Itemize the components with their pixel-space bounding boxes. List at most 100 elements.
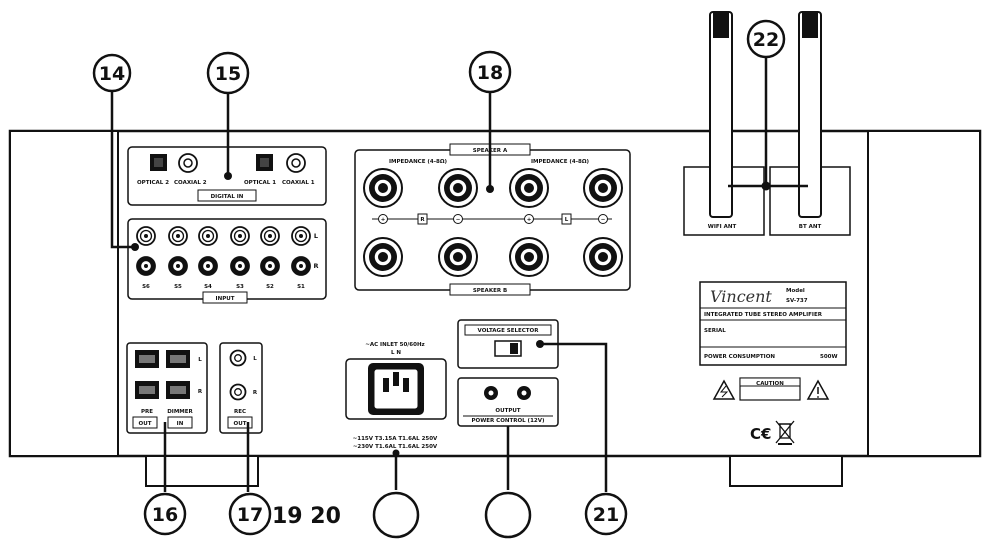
power-consumption-label: POWER CONSUMPTION	[704, 354, 775, 360]
rca-input-s6-left[interactable]	[136, 226, 156, 246]
rca-input-s4-right[interactable]	[198, 256, 218, 276]
svg-text:18: 18	[477, 62, 503, 84]
rca-input-s2-left[interactable]	[260, 226, 280, 246]
callout-14: 14	[92, 53, 132, 93]
input-label-s5: S5	[174, 284, 182, 290]
speaker-b-l-minus-terminal[interactable]	[583, 237, 623, 277]
callout-19-20-label: 19 20	[272, 504, 341, 529]
callout-15: 15	[206, 51, 250, 95]
svg-text:15: 15	[215, 63, 241, 85]
bt-antenna[interactable]	[798, 11, 822, 218]
rca-input-s3-right[interactable]	[230, 256, 250, 276]
left-foot	[145, 455, 259, 487]
svg-text:21: 21	[593, 504, 619, 526]
speaker-a-r-plus-terminal[interactable]	[363, 168, 403, 208]
rca-input-s2-right[interactable]	[260, 256, 280, 276]
ac-inlet: ~AC INLET 50/60Hz L N ~115V T3.15A T1.6A…	[345, 342, 447, 450]
rec-out-panel: L R REC OUT	[219, 342, 263, 434]
speaker-r-plus: +	[381, 217, 386, 223]
callout-22: 22	[746, 19, 786, 59]
rec-out-l-marker: L	[253, 356, 257, 362]
polarity-row: + R − + L −	[372, 213, 612, 225]
callout-20	[484, 491, 532, 539]
speaker-r-minus: −	[456, 217, 461, 223]
coaxial-1-label: COAXIAL 1	[282, 180, 315, 186]
power-control-title: POWER CONTROL (12V)	[471, 418, 545, 424]
dimmer-left-jack[interactable]	[166, 350, 190, 368]
input-label-s6: S6	[142, 284, 150, 290]
rca-input-s1-left[interactable]	[291, 226, 311, 246]
voltage-selector-switch[interactable]	[494, 340, 522, 357]
impedance-left-label: IMPEDANCE (4-8Ω)	[389, 159, 448, 165]
speaker-l-plus: +	[527, 217, 532, 223]
speaker-b-l-plus-terminal[interactable]	[509, 237, 549, 277]
svg-text:22: 22	[753, 29, 779, 51]
speaker-l-label: L	[565, 217, 569, 223]
rec-out-right-jack[interactable]	[229, 383, 247, 401]
speaker-l-minus: −	[601, 217, 606, 223]
rca-input-s1-right[interactable]	[291, 256, 311, 276]
power-control-panel: OUTPUT POWER CONTROL (12V)	[457, 377, 559, 427]
coaxial-1-port[interactable]	[286, 153, 306, 173]
speaker-b-r-minus-terminal[interactable]	[438, 237, 478, 277]
optical-2-label: OPTICAL 2	[137, 180, 169, 186]
caution-label: CAUTION	[756, 381, 784, 387]
pre-label: PRE	[141, 409, 153, 415]
svg-text:16: 16	[152, 504, 178, 526]
right-foot	[729, 455, 843, 487]
callout-21: 21	[584, 492, 628, 536]
speaker-b-title: SPEAKER B	[473, 288, 507, 294]
rec-out-out-label: OUT	[234, 421, 247, 427]
electric-warning-icon	[712, 379, 736, 400]
callout-lines	[110, 55, 808, 492]
pre-out-right-jack[interactable]	[135, 381, 159, 399]
input-label-s1: S1	[297, 284, 305, 290]
coaxial-2-port[interactable]	[178, 153, 198, 173]
speaker-a-l-plus-terminal[interactable]	[509, 168, 549, 208]
power-control-jack-1[interactable]	[484, 386, 498, 400]
dimmer-right-jack[interactable]	[166, 381, 190, 399]
svg-text:17: 17	[237, 504, 263, 526]
callout-16: 16	[143, 492, 187, 536]
pre-out-out-label: OUT	[139, 421, 152, 427]
pre-out-r-marker: R	[198, 389, 203, 395]
rca-input-s6-right[interactable]	[136, 256, 156, 276]
wifi-antenna-label: WIFI ANT	[708, 224, 737, 230]
right-heatsink	[867, 130, 981, 457]
model-label: Model	[786, 288, 805, 294]
input-right-marker: R	[313, 262, 318, 270]
dimmer-in-label: IN	[177, 421, 184, 427]
callout-18: 18	[468, 50, 512, 94]
speaker-a-l-minus-terminal[interactable]	[583, 168, 623, 208]
power-control-output-label: OUTPUT	[495, 408, 520, 414]
speaker-a-r-minus-terminal[interactable]	[438, 168, 478, 208]
input-left-marker: L	[314, 232, 318, 240]
left-heatsink	[9, 130, 119, 457]
impedance-right-label: IMPEDANCE (4-8Ω)	[531, 159, 590, 165]
wifi-antenna[interactable]	[709, 11, 733, 218]
dimmer-label: DIMMER	[167, 409, 193, 415]
rca-input-s3-left[interactable]	[230, 226, 250, 246]
serial-label: SERIAL	[704, 328, 726, 334]
rca-input-s5-right[interactable]	[168, 256, 188, 276]
rec-out-r-marker: R	[253, 390, 258, 396]
ac-inlet-title: ~AC INLET 50/60Hz	[365, 342, 425, 348]
brand-logo: Vincent	[710, 287, 772, 306]
power-control-jack-2[interactable]	[517, 386, 531, 400]
callout-19	[372, 491, 420, 539]
attention-warning-icon	[806, 379, 830, 400]
fuse-rating-230: ~230V T1.6AL T1.6AL 250V	[353, 444, 438, 450]
input-label-s3: S3	[236, 284, 244, 290]
rca-input-s5-left[interactable]	[168, 226, 188, 246]
digital-in-title: DIGITAL IN	[211, 194, 244, 200]
voltage-selector-label: VOLTAGE SELECTOR	[478, 328, 540, 334]
pre-out-panel: L R PRE DIMMER OUT IN	[126, 342, 208, 434]
rca-input-s4-left[interactable]	[198, 226, 218, 246]
weee-bin-icon	[775, 420, 795, 445]
pre-out-left-jack[interactable]	[135, 350, 159, 368]
rec-label: REC	[234, 409, 246, 415]
rating-plate: Vincent Model SV-737 INTEGRATED TUBE STE…	[699, 281, 847, 445]
rec-out-left-jack[interactable]	[229, 349, 247, 367]
speaker-b-r-plus-terminal[interactable]	[363, 237, 403, 277]
